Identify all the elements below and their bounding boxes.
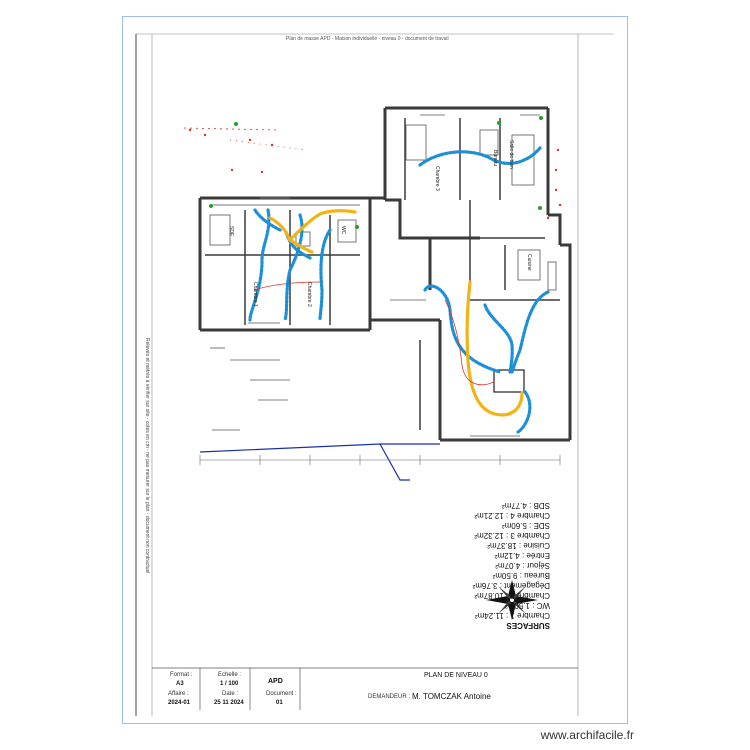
sheet-header-text: Plan de masse APD - Maison individuelle …: [286, 36, 449, 42]
surfaces-title: SURFACES: [506, 621, 550, 630]
ground-line: [199, 443, 440, 481]
room-label-wc: WC: [340, 226, 346, 235]
room-label-cuisine: Cuisine: [526, 254, 532, 271]
surface-entry: Chambre 2 : 10.87m²: [474, 591, 550, 600]
format-value: A3: [176, 681, 184, 687]
indice-value: 01: [276, 700, 283, 706]
ventilation-ducts-yellow: [268, 209, 524, 417]
ventilation-ducts-blue: [248, 146, 550, 434]
title-block-frame: [152, 667, 578, 710]
walls-left-wing: [198, 196, 372, 332]
surface-entry: Chambre 3 : 12.32m²: [474, 531, 550, 540]
client-label: DEMANDEUR :: [368, 694, 411, 700]
compass-rose-icon: [486, 580, 538, 620]
date-value: 25 11 2024: [214, 700, 244, 706]
pipes-red: [183, 127, 495, 386]
client-value: M. TOMCZAK Antoine: [412, 692, 491, 701]
surface-entry: Dégagement : 3.76m²: [472, 581, 550, 590]
surface-entry: Entrée : 4.12m²: [494, 551, 550, 560]
surface-entry: SDB : 4.77m²: [501, 501, 550, 510]
surface-entry: Séjour : 4.07m²: [495, 561, 550, 570]
drawing-sheet: [122, 16, 628, 724]
affaire-label: Affaire :: [168, 691, 189, 697]
plan-title: PLAN DE NIVEAU 0: [424, 672, 488, 679]
room-label-chambre-3: Chambre 3: [434, 166, 440, 191]
dimension-line: [199, 455, 561, 465]
survey-marks-red: [188, 128, 562, 220]
surface-entry: SDE : 5.60m²: [501, 521, 550, 530]
surface-entry: Bureau : 9.50m²: [492, 571, 550, 580]
phase-value: APD: [268, 678, 283, 685]
surface-entry: Chambre 1 : 11.24m²: [475, 611, 550, 620]
room-label-sdb: Salle de bain: [508, 140, 514, 169]
room-label-chambre-1: Chambre 1: [252, 282, 258, 307]
surface-entry: Chambre 4 : 12.21m²: [474, 511, 550, 520]
room-label-bureau: Bureau: [492, 150, 498, 167]
room-label-sde: SDE: [228, 226, 234, 237]
archifacile-watermark[interactable]: www.archifacile.fr: [540, 728, 634, 742]
surface-entry: Cuisine : 18.37m²: [487, 541, 550, 550]
date-label: Date :: [222, 691, 239, 697]
room-label-chambre-2: Chambre 2: [306, 282, 312, 307]
affaire-value: 2024-01: [168, 700, 191, 706]
echelle-value: 1 / 100: [220, 681, 239, 687]
surface-entry: WC : 1.50m²: [505, 601, 550, 610]
format-label: Format :: [170, 672, 193, 678]
vent-markers-green: [209, 116, 543, 229]
echelle-label: Echelle :: [218, 672, 242, 678]
indice-label: Document :: [266, 691, 297, 697]
terrace-hints: [210, 347, 290, 431]
wall-hatches: [248, 114, 540, 437]
sheet-side-note: Relevés et métrés à vérifier sur site - …: [144, 338, 150, 574]
